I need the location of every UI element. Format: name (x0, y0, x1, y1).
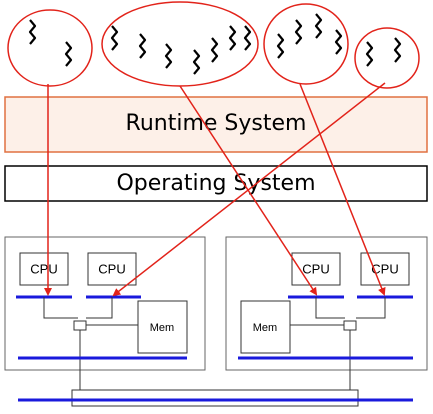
cpu-wire-3 (315, 297, 345, 319)
interconnect-box (71, 389, 359, 407)
cpu-wire-2 (86, 297, 113, 319)
thread-squiggle-icon (276, 33, 285, 59)
cpu-wire-4 (356, 297, 386, 319)
cpu-label-4: CPU (371, 261, 398, 276)
thread-squiggle-icon (64, 41, 73, 67)
thread-group-3-ellipse (263, 3, 349, 85)
operating-system-box (4, 165, 428, 202)
threads-layer (28, 13, 402, 75)
cpu-wire-1 (43, 297, 78, 319)
mem-box-left (137, 300, 188, 354)
mem-label-right: Mem (253, 322, 277, 334)
thread-group-4 (354, 27, 420, 89)
thread-squiggle-icon (192, 49, 201, 75)
cpu-label-3: CPU (302, 261, 329, 276)
arrow-group4-cpu2 (112, 82, 386, 297)
runtime-system-box (4, 96, 428, 153)
thread-squiggle-icon (210, 37, 219, 63)
thread-squiggle-icon (138, 33, 147, 59)
thread-squiggle-icon (393, 37, 402, 63)
machine-left-box (4, 236, 206, 371)
mem-box-right (240, 300, 291, 354)
memory-controller-right (343, 320, 357, 331)
cpu-box-4 (360, 252, 410, 286)
memory-controller-left (73, 320, 87, 331)
thread-group-1-ellipse (7, 9, 93, 87)
mem-label-left: Mem (150, 322, 174, 334)
cpu-label-1: CPU (30, 261, 57, 276)
thread-squiggle-icon (243, 25, 252, 51)
thread-squiggle-icon (164, 43, 173, 69)
thread-squiggle-icon (294, 19, 303, 45)
thread-group-3 (263, 3, 349, 85)
thread-group-4-ellipse (354, 27, 420, 89)
thread-squiggle-icon (334, 29, 343, 55)
thread-squiggle-icon (365, 41, 374, 67)
cpu-label-2: CPU (98, 261, 125, 276)
runtime-system-label: Runtime System (126, 111, 307, 136)
thread-group-1 (7, 9, 93, 87)
machine-right-box (225, 236, 428, 371)
cpu-box-2 (87, 252, 137, 286)
machine-left: CPU CPU Mem (4, 236, 206, 390)
operating-system-label: Operating System (116, 171, 315, 196)
thread-squiggle-icon (28, 19, 37, 45)
arrow-group3-cpu4 (299, 83, 386, 296)
thread-squiggle-icon (110, 25, 119, 51)
thread-squiggle-icon (314, 13, 323, 39)
thread-squiggle-icon (228, 25, 237, 51)
machine-right: CPU CPU Mem (225, 236, 428, 390)
cpu-box-1 (19, 252, 69, 286)
